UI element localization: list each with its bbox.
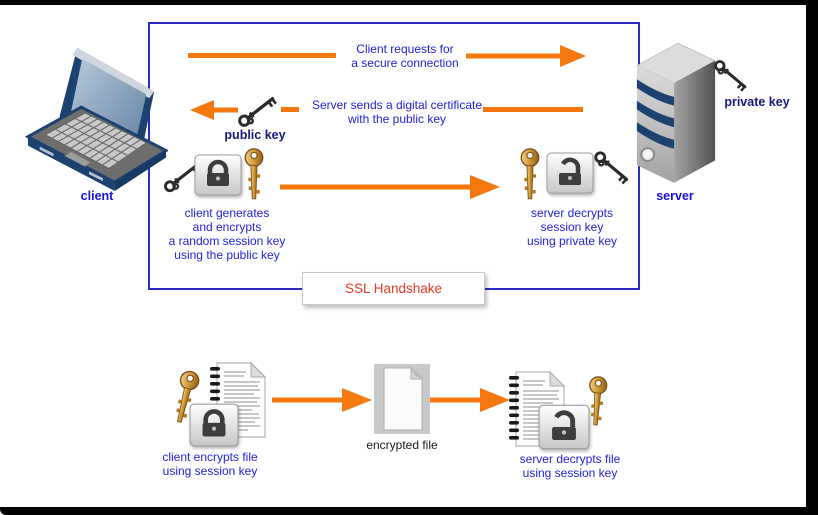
step2-dash: [281, 107, 299, 112]
step2-text: Server sends a digital certificate with …: [311, 98, 483, 126]
laptop-icon: [24, 47, 168, 192]
server-black-key-icon: [594, 151, 629, 185]
public-key-icon: [238, 96, 277, 127]
step1-line-left: [188, 53, 336, 58]
file-closed-padlock-icon: [189, 403, 239, 447]
file-session-key-icon: [176, 370, 200, 423]
file-open-padlock-icon: [538, 404, 590, 450]
file-flow-right-text: server decrypts file using session key: [519, 452, 621, 480]
client-session-key-icon: [244, 148, 264, 200]
encrypted-file-label: encrypted file: [366, 438, 438, 452]
open-padlock-icon: [546, 152, 594, 194]
client-label: client: [80, 189, 114, 203]
client-black-key-icon: [164, 163, 202, 193]
file-arrow-1-icon: [272, 388, 372, 412]
encrypted-file-icon: [374, 364, 430, 434]
server-session-key-icon: [520, 148, 540, 200]
ssl-handshake-title: SSL Handshake: [302, 272, 485, 305]
private-key-icon: [714, 60, 747, 92]
server-label: server: [656, 189, 694, 203]
step1-text: Client requests for a secure connection: [351, 42, 459, 70]
frame-bar-top: [0, 0, 818, 5]
file-flow-left-text: client encrypts file using session key: [162, 450, 258, 478]
private-key-label: private key: [724, 95, 790, 109]
step3-right-text: server decrypts session key using privat…: [526, 206, 618, 248]
step3-left-text: client generates and encrypts a random s…: [168, 206, 286, 262]
frame-bar-right: [806, 0, 818, 515]
server-icon: [636, 42, 716, 183]
server-file-key-icon: [589, 376, 608, 426]
step3-arrow-right-icon: [280, 175, 500, 199]
public-key-label: public key: [224, 128, 286, 142]
step2-line-right: [483, 107, 583, 112]
closed-padlock-icon: [194, 154, 242, 196]
step1-arrow-right-icon: [466, 45, 586, 67]
frame-bar-bottom: [0, 507, 818, 515]
step2-arrow-left-icon: [190, 100, 238, 120]
file-arrow-2-icon: [430, 388, 510, 412]
